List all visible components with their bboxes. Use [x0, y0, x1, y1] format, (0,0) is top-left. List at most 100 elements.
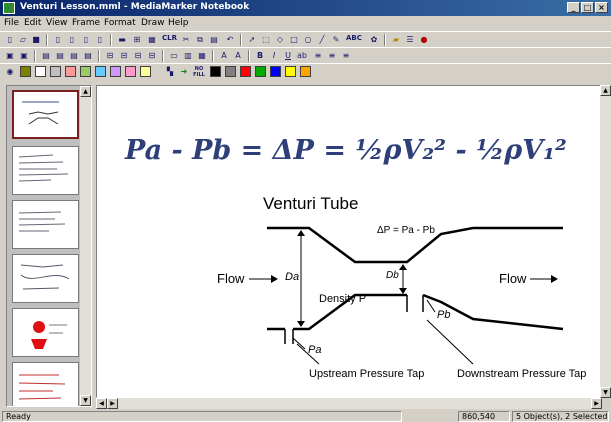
color-swatch[interactable]	[300, 66, 311, 77]
frame-copy-icon[interactable]: ▣	[20, 51, 28, 60]
menu-help[interactable]: Help	[168, 18, 189, 28]
pen-icon[interactable]: ✎	[332, 35, 340, 44]
save-icon[interactable]: ■	[32, 35, 40, 44]
scroll-down-icon[interactable]: ▼	[600, 387, 611, 398]
cut-icon[interactable]: ✂	[182, 35, 190, 44]
font-color-icon[interactable]: A	[221, 51, 227, 60]
frame-thumbnail-5[interactable]	[12, 308, 79, 357]
insert-frame-icon[interactable]: ▯	[97, 35, 103, 44]
paste-icon[interactable]: ▤	[210, 35, 218, 44]
new-file-icon[interactable]: ▯	[7, 35, 13, 44]
color-swatch[interactable]	[270, 66, 281, 77]
menu-view[interactable]: View	[46, 18, 68, 28]
scroll-up-icon[interactable]: ▲	[80, 86, 91, 97]
tool-a-icon[interactable]: ▤	[42, 51, 50, 60]
menu-file[interactable]: File	[4, 18, 20, 28]
grid-icon[interactable]: ▦	[148, 35, 156, 44]
tube-top-wall	[267, 226, 563, 264]
maximize-button[interactable]: □	[581, 2, 594, 13]
scroll-left-icon[interactable]: ◀	[96, 398, 107, 409]
copy-frame-icon[interactable]: ▯	[69, 35, 75, 44]
italic-icon[interactable]: I	[272, 51, 276, 60]
color-swatch[interactable]	[65, 66, 76, 77]
align-a-icon[interactable]: ⊟	[106, 51, 114, 60]
frame-view-icon[interactable]: ▣	[6, 51, 14, 60]
layout-a-icon[interactable]: ▭	[170, 51, 178, 60]
close-button[interactable]: ×	[595, 2, 608, 13]
downstream-leader	[426, 319, 474, 365]
palette-icon[interactable]: ◉	[6, 67, 14, 76]
color-swatch[interactable]	[255, 66, 266, 77]
font-size-icon[interactable]: A	[235, 51, 241, 60]
frame-thumbnail-4[interactable]	[12, 254, 79, 303]
menu-draw[interactable]: Draw	[141, 18, 165, 28]
line-icon[interactable]: ╱	[319, 35, 325, 44]
tool-c-icon[interactable]: ▤	[70, 51, 78, 60]
ellipse-icon[interactable]: ○	[304, 35, 312, 44]
minimize-button[interactable]: _	[567, 2, 580, 13]
menu-edit[interactable]: Edit	[24, 18, 42, 28]
frame-thumbnail-3[interactable]	[12, 200, 79, 249]
color-swatch[interactable]	[80, 66, 91, 77]
frame-thumbnail-1[interactable]	[12, 90, 79, 139]
eraser-icon[interactable]: ◇	[276, 35, 284, 44]
list-icon[interactable]: ☰	[406, 35, 414, 44]
select-rect-icon[interactable]: ⬚	[262, 35, 270, 44]
color-swatch[interactable]	[50, 66, 61, 77]
underline-icon[interactable]: U	[285, 51, 291, 60]
color-swatch[interactable]	[20, 66, 31, 77]
text-box-icon[interactable]: ⊞	[133, 35, 141, 44]
canvas-horizontal-scrollbar[interactable]: ◀ ▶ ▶	[96, 398, 602, 409]
no-fill-button[interactable]: NO FILL	[193, 66, 205, 78]
align-left-icon[interactable]: ≡	[314, 51, 322, 60]
clear-button[interactable]: CLR	[162, 34, 177, 42]
open-folder-icon[interactable]: ▱	[19, 35, 27, 44]
text-tool-button[interactable]: ABC	[346, 34, 362, 42]
align-center-icon[interactable]: ≡	[328, 51, 336, 60]
strikethrough-icon[interactable]: ab	[297, 51, 307, 60]
align-c-icon[interactable]: ⊟	[134, 51, 142, 60]
align-d-icon[interactable]: ⊟	[148, 51, 156, 60]
color-swatch[interactable]	[95, 66, 106, 77]
new-frame-icon[interactable]: ▯	[55, 35, 61, 44]
frame-thumbnail-6[interactable]	[12, 362, 79, 406]
menu-format[interactable]: Format	[104, 18, 136, 28]
layout-c-icon[interactable]: ▦	[198, 51, 206, 60]
align-b-icon[interactable]: ⊟	[120, 51, 128, 60]
scroll-down-icon[interactable]: ▼	[80, 395, 91, 406]
rectangle-icon[interactable]: □	[290, 35, 298, 44]
color-swatch[interactable]	[140, 66, 151, 77]
color-swatch[interactable]	[240, 66, 251, 77]
toolbar-separator	[98, 50, 100, 62]
drawing-canvas[interactable]: Pa - Pb = ΔP = ½ρV₂² - ½ρV₁² Venturi Tub…	[96, 85, 602, 398]
folder-icon[interactable]: ▰	[392, 35, 400, 44]
color-swatch[interactable]	[125, 66, 136, 77]
layout-b-icon[interactable]: ▥	[184, 51, 192, 60]
fill-icon[interactable]: ▚	[166, 67, 174, 76]
frame-thumbnail-2[interactable]	[12, 146, 79, 195]
record-icon[interactable]: ●	[420, 35, 428, 44]
undo-icon[interactable]: ↶	[226, 35, 234, 44]
tool-b-icon[interactable]: ▤	[56, 51, 64, 60]
copy-icon[interactable]: ⧉	[197, 35, 203, 44]
stamp-icon[interactable]: ✿	[370, 35, 378, 44]
arrow-fill-icon[interactable]: ➜	[180, 67, 188, 76]
scroll-right-end-icon[interactable]: ▶	[591, 398, 602, 409]
display-icon[interactable]: ▬	[118, 35, 126, 44]
menu-frame[interactable]: Frame	[72, 18, 101, 28]
tool-d-icon[interactable]: ▤	[84, 51, 92, 60]
canvas-vertical-scrollbar[interactable]: ▲ ▼	[600, 85, 611, 398]
color-swatch[interactable]	[35, 66, 46, 77]
toolbar-separator	[212, 50, 214, 62]
bold-icon[interactable]: B	[256, 51, 264, 60]
thumbnail-scrollbar[interactable]: ▲ ▼	[80, 86, 91, 406]
color-swatch[interactable]	[110, 66, 121, 77]
scroll-up-icon[interactable]: ▲	[600, 85, 611, 96]
select-arrow-icon[interactable]: ➚	[248, 35, 256, 44]
color-swatch[interactable]	[285, 66, 296, 77]
scroll-right-icon[interactable]: ▶	[107, 398, 118, 409]
align-right-icon[interactable]: ≡	[342, 51, 350, 60]
delete-frame-icon[interactable]: ▯	[83, 35, 89, 44]
color-swatch[interactable]	[210, 66, 221, 77]
color-swatch[interactable]	[225, 66, 236, 77]
